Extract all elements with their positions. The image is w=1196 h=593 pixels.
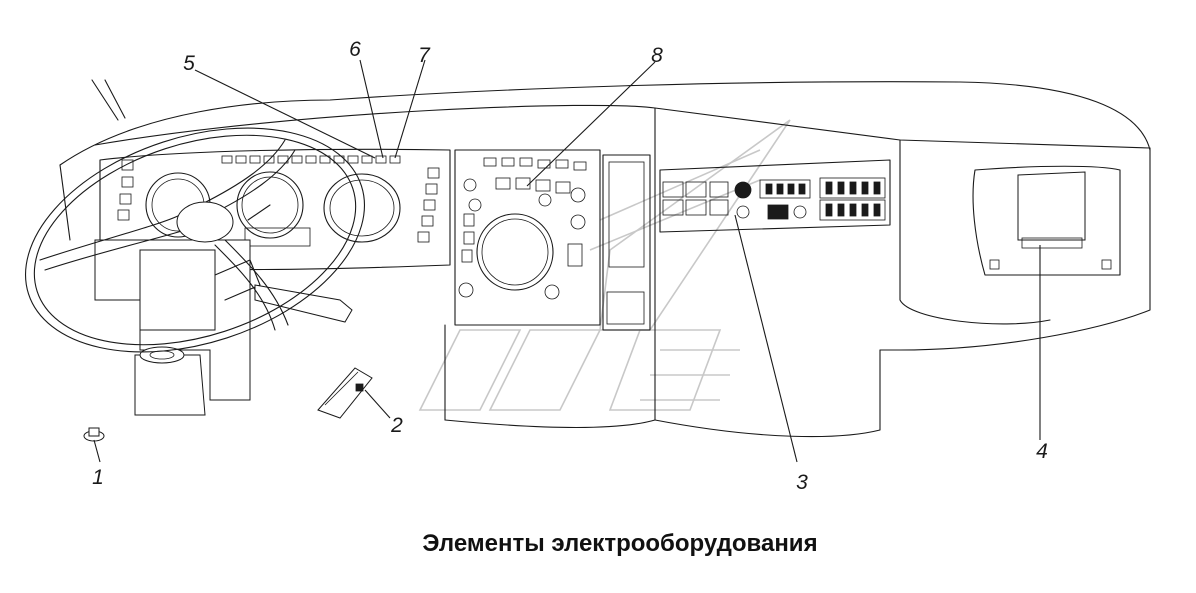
fuse-relay-block (659, 159, 891, 233)
steering-column (94, 239, 353, 416)
right-switch-column (417, 167, 440, 243)
horn-base (134, 346, 206, 416)
diagram-caption: Элементы электрооборудования (422, 530, 818, 557)
callout-1: 1 (92, 466, 104, 489)
tachometer-gauge (236, 171, 304, 239)
callout-6: 6 (349, 38, 361, 61)
combo-gauge (323, 173, 401, 243)
callout-7: 7 (418, 44, 431, 67)
callout-4: 4 (1036, 440, 1048, 463)
steering-wheel (24, 127, 366, 353)
watermark-logo (418, 119, 791, 411)
control-unit-box (972, 165, 1121, 276)
dashboard-body (59, 79, 1151, 438)
callout-2: 2 (390, 414, 403, 437)
accelerator-pedal (317, 367, 373, 419)
floor-switch (83, 427, 105, 442)
callout-3: 3 (796, 471, 808, 494)
callout-5: 5 (183, 52, 195, 75)
left-switch-column (117, 159, 134, 221)
callout-8: 8 (651, 44, 663, 67)
console-switch-row (483, 157, 587, 171)
console-center-gauge (476, 213, 554, 291)
center-console (444, 149, 651, 421)
leader-lines (93, 59, 1041, 463)
indicator-lamp-row (221, 155, 401, 164)
